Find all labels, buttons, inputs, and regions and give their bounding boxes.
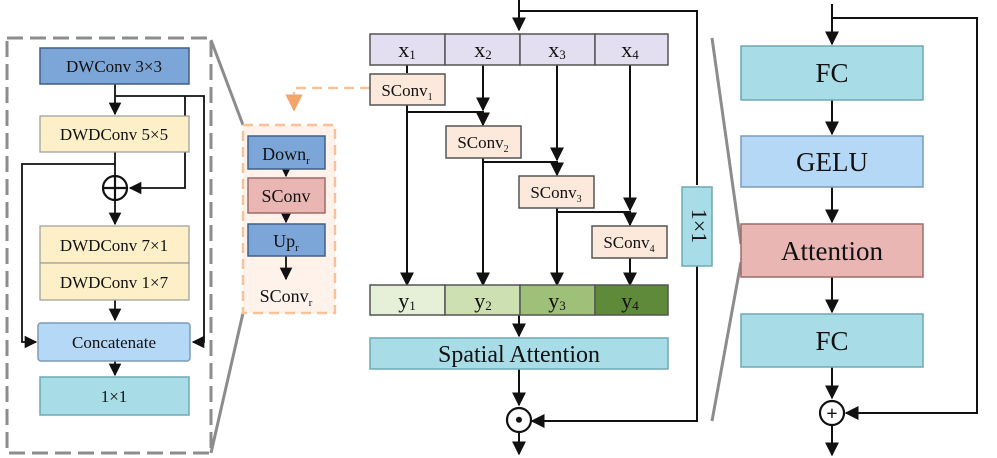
spatial-attention-label: Spatial Attention (438, 342, 600, 368)
left-panel: DWConv 3×3 DWDConv 5×5 DWDConv 7×1 DWDCo… (5, 36, 213, 455)
middle-panel-connectors (400, 0, 698, 456)
sconv-1-label: SConv1 (381, 81, 432, 103)
input-x1-cell (369, 33, 446, 66)
multiply-node: • (505, 406, 533, 434)
gelu-label: GELU (796, 147, 868, 177)
dwconv-3x3-block (39, 47, 190, 85)
sconv-output-label: SConvr (260, 286, 313, 309)
input-x1-label: x1 (398, 37, 416, 62)
sconv-inner-block (247, 177, 326, 214)
conv-1x1-block-left (39, 376, 190, 416)
dwdconv-5x5-block (39, 115, 190, 153)
zoom-lines-left (209, 39, 245, 454)
sconv-4-label: SConv4 (603, 233, 654, 255)
attention-block (740, 223, 924, 278)
concatenate-block (37, 322, 191, 362)
spatial-attention-block (369, 337, 669, 370)
zoom-lines-right (710, 37, 743, 422)
sconv-1-block (369, 73, 446, 106)
input-x2-label: x2 (474, 37, 492, 62)
dwconv-3x3-label: DWConv 3×3 (66, 57, 162, 76)
sconv-zoom-arrow (285, 86, 370, 112)
up-label: Upr (273, 231, 299, 254)
dwdconv-1x7-block (39, 262, 190, 301)
output-y2-label: y2 (474, 288, 492, 313)
right-panel-connectors (825, 4, 978, 457)
input-x2-cell (444, 33, 521, 66)
output-y1-label: y1 (398, 288, 416, 313)
right-panel: FC GELU Attention FC + (740, 4, 978, 457)
sconv-4-block (591, 225, 668, 259)
fc-2-label: FC (815, 326, 848, 356)
down-block (247, 135, 326, 170)
fc-1-block (740, 45, 924, 101)
input-x3-cell (519, 33, 596, 66)
attention-label: Attention (781, 236, 883, 266)
down-label: Downr (262, 144, 310, 167)
sconv-2-label: SConv2 (457, 133, 508, 155)
add-node-right: + (818, 399, 846, 427)
input-x3-label: x3 (548, 37, 566, 62)
output-y3-label: y3 (548, 288, 566, 313)
up-block (247, 223, 326, 257)
sconv-detail-panel: Downr SConv Upr SConvr (241, 86, 370, 315)
add-node-left (101, 174, 129, 202)
output-y4-cell (594, 284, 669, 316)
dwdconv-1x7-label: DWDConv 1×7 (60, 273, 169, 292)
left-panel-connectors (21, 84, 205, 377)
sconv-2-block (445, 125, 522, 159)
concatenate-label: Concatenate (72, 333, 156, 352)
output-y4-label: y4 (621, 288, 639, 313)
conv-1x1-label-middle: 1×1 (687, 209, 712, 243)
fc-1-label: FC (815, 58, 848, 88)
fc-2-block (740, 313, 924, 368)
output-y1-cell (369, 284, 446, 316)
add-symbol: + (826, 403, 837, 425)
input-x4-cell (594, 33, 669, 66)
middle-panel: x1 x2 x3 x4 SConv1 SConv2 SConv3 SConv4 … (369, 0, 713, 456)
dwdconv-7x1-block (39, 225, 190, 264)
conv-1x1-block-middle (681, 186, 713, 267)
multiply-symbol: • (515, 407, 523, 432)
sconv-3-block (518, 175, 595, 209)
input-x4-label: x4 (621, 37, 639, 62)
dwdconv-5x5-label: DWDConv 5×5 (60, 125, 168, 144)
gelu-block (740, 135, 924, 188)
conv-1x1-label-left: 1×1 (101, 387, 128, 406)
sconv-3-label: SConv3 (530, 183, 581, 205)
left-panel-dashed-frame (5, 36, 213, 455)
dwdconv-7x1-label: DWDConv 7×1 (60, 236, 168, 255)
sconv-inner-label: SConv (261, 186, 310, 206)
